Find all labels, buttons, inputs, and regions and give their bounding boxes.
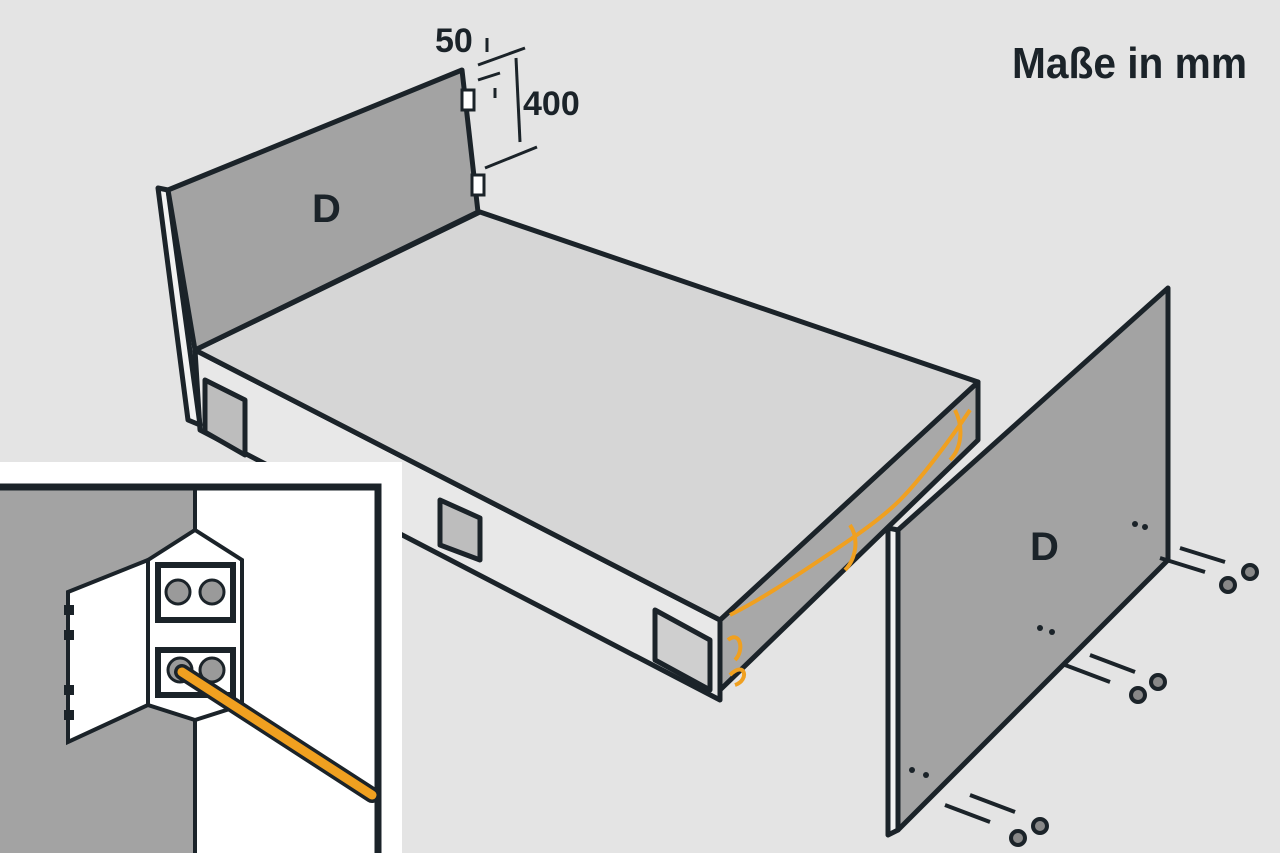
headboard-panel (165, 67, 481, 353)
platform-support-3 (652, 607, 713, 693)
dimension-lines (477, 38, 538, 170)
headboard-label: D (312, 187, 341, 231)
platform-support-2 (437, 497, 483, 563)
inset-detail (0, 462, 402, 853)
connector-bottom (470, 173, 486, 197)
title: Maße in mm (1012, 39, 1247, 88)
panel-holes (909, 521, 1148, 778)
screws (944, 546, 1259, 847)
dimension-400: 400 (523, 85, 580, 123)
platform-support-1 (202, 377, 248, 458)
side-panel-label: D (1030, 525, 1059, 569)
headboard-edge (155, 185, 203, 428)
connector-top (460, 88, 476, 112)
dimension-50: 50 (435, 22, 473, 60)
edge-banding (726, 408, 972, 687)
